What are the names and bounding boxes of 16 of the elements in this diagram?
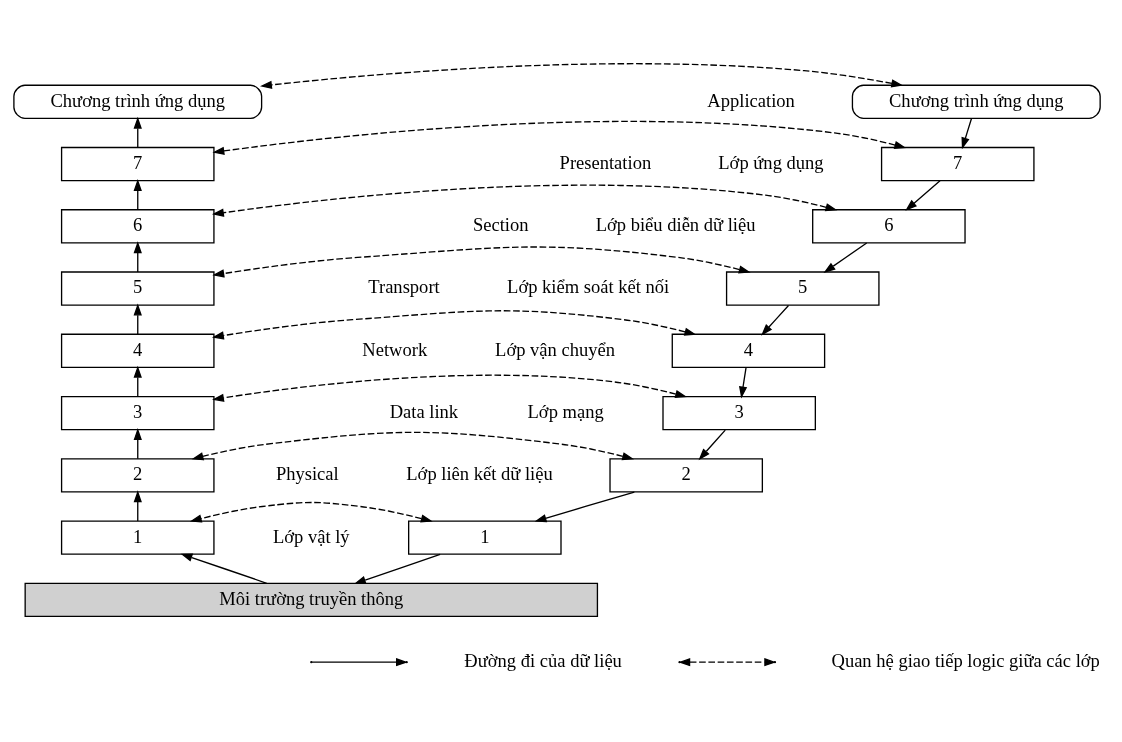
label: Transport xyxy=(368,276,440,298)
legend-label: Quan hệ giao tiếp logic giữa các lớp xyxy=(831,650,1100,672)
label: Presentation xyxy=(559,151,652,173)
label: Lớp vận chuyển xyxy=(495,338,615,360)
label: Physical xyxy=(275,463,339,485)
label: Section xyxy=(472,214,529,236)
label: Application xyxy=(707,89,795,111)
label: Network xyxy=(362,338,428,360)
legend-label: Đường đi của dữ liệu xyxy=(464,650,622,672)
label: Lớp ứng dụng xyxy=(718,151,824,173)
label: Lớp mạng xyxy=(527,401,604,422)
label: Lớp vật lý xyxy=(272,525,350,547)
label: Lớp liên kết dữ liệu xyxy=(406,463,553,485)
label: Lớp kiểm soát kết nối xyxy=(507,276,670,298)
label: Data link xyxy=(389,401,459,422)
label: Lớp biểu diễn dữ liệu xyxy=(595,214,756,236)
